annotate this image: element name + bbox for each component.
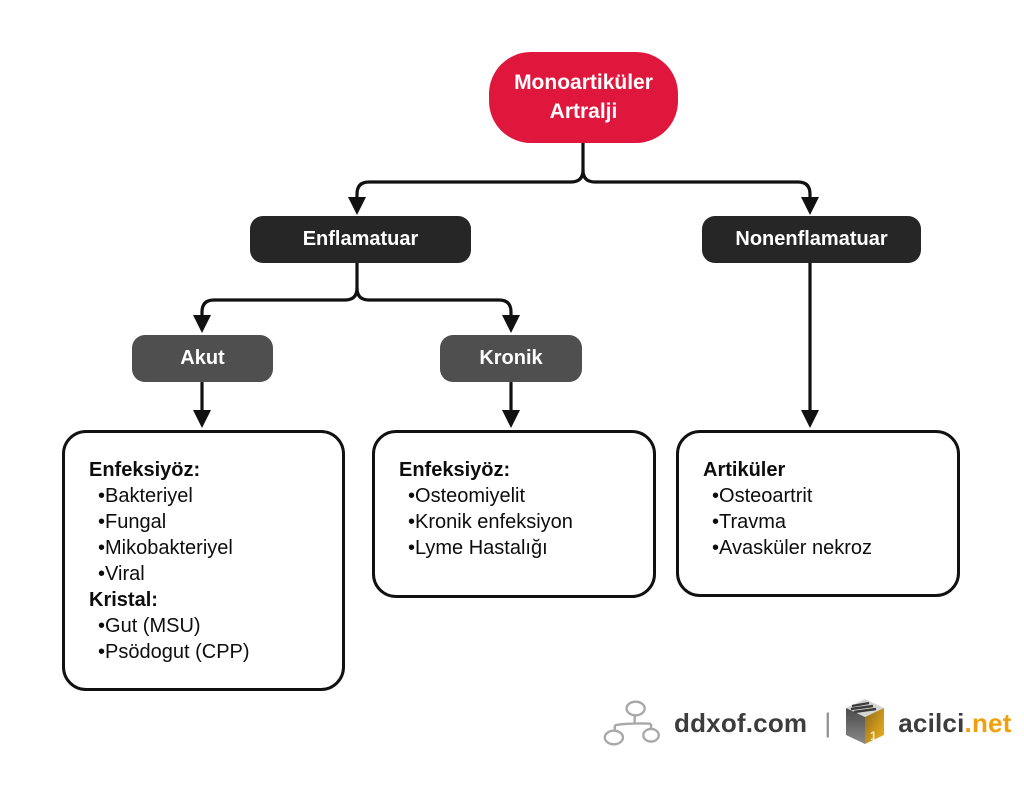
acilci-name: acilci <box>898 707 965 738</box>
node-enflamatuar: Enflamatuar <box>250 216 471 263</box>
list-item: Osteomiyelit <box>399 483 637 509</box>
ddxof-label: ddxof.com <box>674 707 808 738</box>
list-item: Kronik enfeksiyon <box>399 509 637 535</box>
node-kronik: Kronik <box>440 335 582 382</box>
detail-list: Osteoartrit Travma Avasküler nekroz <box>703 483 941 561</box>
node-root-label: Monoartiküler Artralji <box>514 71 653 123</box>
arrowhead-akut <box>193 315 211 333</box>
connector-enflamatuar-to-akut <box>200 261 359 319</box>
detail-box-akut: Enfeksiyöz: Bakteriyel Fungal Mikobakter… <box>62 430 345 691</box>
node-enflamatuar-label: Enflamatuar <box>302 228 419 250</box>
section-title: Enfeksiyöz: <box>399 459 511 481</box>
list-item: Bakteriyel <box>89 483 326 509</box>
section-title: Kristal: <box>89 589 158 611</box>
separator: | <box>824 707 832 738</box>
detail-list: Bakteriyel Fungal Mikobakteriyel Viral <box>89 483 326 587</box>
detail-box-nonenflamatuar: Artiküler Osteoartrit Travma Avasküler n… <box>676 430 960 597</box>
acilci-label: acilci.net <box>898 708 1011 739</box>
ddxof-tree-icon <box>603 700 660 746</box>
connector-enflamatuar-to-kronik <box>355 286 513 319</box>
list-item: Mikobakteriyel <box>89 535 326 561</box>
list-item: Psödogut (CPP) <box>89 639 326 665</box>
detail-list: Gut (MSU) Psödogut (CPP) <box>89 613 326 665</box>
node-akut: Akut <box>132 335 273 382</box>
list-item: Gut (MSU) <box>89 613 326 639</box>
node-root: Monoartiküler Artralji <box>489 52 678 143</box>
list-item: Osteoartrit <box>703 483 941 509</box>
arrowhead-kronik-detail <box>502 410 520 428</box>
footer-credits: ddxof.com | 1 acilci.net <box>603 696 1012 750</box>
list-item: Travma <box>703 509 941 535</box>
node-nonenflamatuar: Nonenflamatuar <box>702 216 921 263</box>
node-akut-label: Akut <box>180 347 225 369</box>
arrowhead-enflamatuar <box>348 197 366 215</box>
detail-box-kronik: Enfeksiyöz: Osteomiyelit Kronik enfeksiy… <box>372 430 656 598</box>
arrowhead-akut-detail <box>193 410 211 428</box>
arrowhead-nonenflamatuar <box>801 197 819 215</box>
list-item: Avasküler nekroz <box>703 535 941 561</box>
arrowhead-kronik <box>502 315 520 333</box>
list-item: Fungal <box>89 509 326 535</box>
connector-root-to-nonenflamatuar <box>581 168 812 201</box>
list-item: Viral <box>89 561 326 587</box>
node-kronik-label: Kronik <box>479 347 543 369</box>
acilci-tld: .net <box>964 707 1012 738</box>
arrowhead-nonenflamatuar-detail <box>801 410 819 428</box>
acilci-logo-digit: 1 <box>870 729 877 743</box>
detail-list: Osteomiyelit Kronik enfeksiyon Lyme Hast… <box>399 483 637 561</box>
node-nonenflamatuar-label: Nonenflamatuar <box>735 228 888 250</box>
section-title: Enfeksiyöz: <box>89 459 201 481</box>
acilci-logo-icon: 1 <box>846 699 885 744</box>
connector-root-to-enflamatuar <box>355 141 585 201</box>
section-title: Artiküler <box>703 459 786 481</box>
list-item: Lyme Hastalığı <box>399 535 637 561</box>
